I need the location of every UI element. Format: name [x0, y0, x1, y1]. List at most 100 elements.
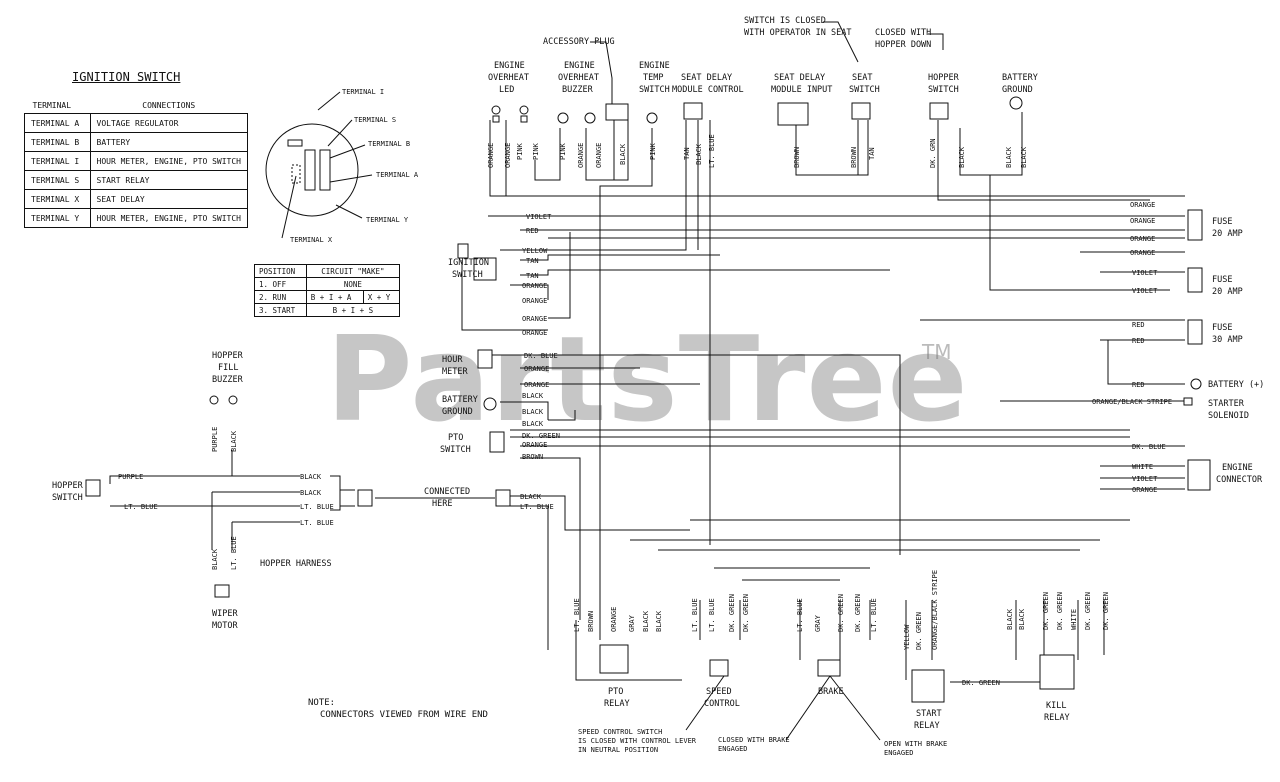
- seat-switch-note: WITH OPERATOR IN SEAT: [744, 28, 851, 38]
- fuse-3-label: FUSE: [1212, 323, 1232, 333]
- wire-label: PURPLE: [118, 473, 143, 481]
- ignition-switch-label: IGNITION: [448, 258, 489, 268]
- engine-temp-switch-label: SWITCH: [639, 85, 670, 95]
- kill-relay-label: KILL: [1046, 701, 1066, 711]
- wire-label: LT. BLUE: [520, 503, 554, 511]
- start-relay-label: START: [916, 709, 942, 719]
- engine-temp-switch-label: TEMP: [643, 73, 663, 83]
- wire-label: GRAY: [628, 614, 636, 632]
- seat-delay-control-label: SEAT DELAY: [681, 73, 732, 83]
- wire-label: GRAY: [814, 614, 822, 632]
- wire-label: ORANGE: [524, 365, 549, 373]
- wiper-motor-label: WIPER: [212, 609, 238, 619]
- starter-solenoid-label: STARTER: [1208, 399, 1245, 409]
- speed-note: IS CLOSED WITH CONTROL LEVER: [578, 737, 697, 745]
- speed-note: IN NEUTRAL POSITION: [578, 746, 658, 754]
- wire-label: RED: [1132, 381, 1145, 389]
- fuse-3-label: 30 AMP: [1212, 335, 1243, 345]
- wire-label: ORANGE: [522, 329, 547, 337]
- hopper-note: CLOSED WITH: [875, 28, 931, 38]
- wire-label: DK. BLUE: [1132, 443, 1166, 451]
- terminal-b-label: TERMINAL B: [368, 140, 410, 148]
- wire-label: DK. GREEN: [728, 594, 736, 632]
- hopper-switch-left-label: HOPPER: [52, 481, 84, 491]
- wire-label: LT. BLUE: [708, 134, 716, 168]
- wire-label: LT. BLUE: [230, 536, 238, 570]
- engine-overheat-buzzer-label: BUZZER: [562, 85, 594, 95]
- note-text: CONNECTORS VIEWED FROM WIRE END: [320, 710, 488, 720]
- hopper-switch-top-label: HOPPER: [928, 73, 960, 83]
- hopper-harness-label: HOPPER HARNESS: [260, 559, 332, 569]
- wire-label: BROWN: [522, 453, 543, 461]
- wire-label: BLACK: [522, 408, 544, 416]
- wire-label: LT. BLUE: [691, 598, 699, 632]
- seat-switch-label: SWITCH: [849, 85, 880, 95]
- vertical-wire-labels: ORANGE ORANGE PINK PINK PINK ORANGE ORAN…: [211, 134, 1110, 650]
- wire-label: WHITE: [1070, 609, 1078, 630]
- wire-label: BROWN: [793, 147, 801, 168]
- wire-labels: VIOLET RED YELLOW TAN TAN ORANGE ORANGE …: [118, 201, 1172, 687]
- wire-label: PINK: [532, 142, 540, 160]
- seat-delay-input-label: MODULE INPUT: [771, 85, 832, 95]
- terminal-i-label: TERMINAL I: [342, 88, 384, 96]
- wire-label: DK. GRN: [929, 138, 937, 168]
- pto-switch-label: SWITCH: [440, 445, 471, 455]
- wire-label: ORANGE: [522, 297, 547, 305]
- seat-delay-control-label: MODULE CONTROL: [672, 85, 744, 95]
- battery-ground-label: GROUND: [442, 407, 473, 417]
- wire-label: ORANGE: [1132, 486, 1157, 494]
- pto-relay-label: RELAY: [604, 699, 630, 709]
- relays: [85, 209, 1211, 741]
- wire-label: BROWN: [587, 611, 595, 632]
- start-relay-label: RELAY: [914, 721, 940, 731]
- wire-label: BLACK: [1006, 608, 1014, 630]
- seat-switch-label: SEAT: [852, 73, 872, 83]
- wire-label: RED: [526, 227, 539, 235]
- wire-label: TAN: [868, 147, 876, 160]
- wire-label: VIOLET: [1132, 269, 1158, 277]
- wire-label: ORANGE: [522, 441, 547, 449]
- kill-relay-label: RELAY: [1044, 713, 1070, 723]
- wire-label: BLACK: [958, 146, 966, 168]
- wiper-motor-label: MOTOR: [212, 621, 238, 631]
- fuse-1-label: 20 AMP: [1212, 229, 1243, 239]
- wire-label: BLACK: [655, 610, 663, 632]
- wire-label: BLACK: [1020, 146, 1028, 168]
- brake-open-note: OPEN WITH BRAKE: [884, 740, 947, 748]
- wire-label: VIOLET: [526, 213, 552, 221]
- terminal-cell: TERMINAL Y: [24, 208, 91, 228]
- wire-label: BLACK: [522, 392, 544, 400]
- note: NOTE: CONNECTORS VIEWED FROM WIRE END: [308, 697, 488, 721]
- wire-label: BLACK: [230, 430, 238, 452]
- wire-label: ORANGE: [595, 143, 603, 168]
- brake-open-note: ENGAGED: [884, 749, 914, 757]
- wire-label: RED: [1132, 337, 1145, 345]
- wire-label: PURPLE: [211, 427, 219, 452]
- wire-label: YELLOW: [903, 624, 911, 650]
- wire-label: BLACK: [619, 143, 627, 165]
- wire-label: ORANGE: [1130, 201, 1155, 209]
- speed-control-label: CONTROL: [704, 699, 740, 709]
- wire-label: BLACK: [211, 548, 219, 570]
- wire-label: ORANGE: [577, 143, 585, 168]
- fuse-2-label: FUSE: [1212, 275, 1232, 285]
- terminal-x-label: TERMINAL X: [290, 236, 333, 244]
- engine-connector-label: CONNECTOR: [1216, 475, 1263, 485]
- wire-label: ORANGE/BLACK STRIPE: [931, 570, 939, 650]
- wire-label: VIOLET: [1132, 287, 1158, 295]
- wire-label: ORANGE: [1130, 235, 1155, 243]
- circuit-cell: B + I + S: [305, 303, 401, 317]
- note-title: NOTE:: [308, 698, 336, 708]
- parts-tree-watermark: PartsTree: [326, 310, 969, 448]
- col-connections: CONNECTIONS: [142, 100, 196, 110]
- speed-control-label: SPEED: [706, 687, 732, 697]
- wire-label: PINK: [649, 142, 657, 160]
- col-terminal: TERMINAL: [32, 100, 72, 110]
- wire-label: ORANGE/BLACK STRIPE: [1092, 398, 1172, 406]
- battery-ground-label: BATTERY: [442, 395, 478, 405]
- wire-label: TAN: [526, 272, 539, 280]
